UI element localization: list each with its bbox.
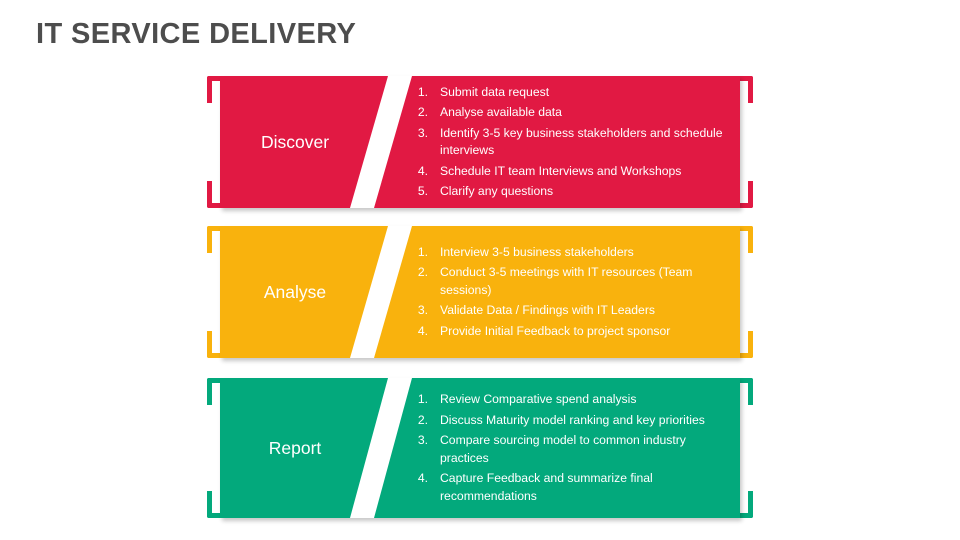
band-block: Report 1. Review Comparative spend analy…	[220, 378, 740, 518]
list-item-text: Conduct 3-5 meetings with IT resources (…	[440, 265, 693, 297]
bracket-left-icon	[207, 226, 225, 358]
list-item: 5. Clarify any questions	[410, 183, 732, 201]
band-block: Analyse 1. Interview 3-5 business stakeh…	[220, 226, 740, 358]
list-item-number: 5.	[417, 184, 428, 198]
process-band-discover: Discover 1. Submit data request 2. Analy…	[207, 76, 753, 208]
list-item: 2. Conduct 3-5 meetings with IT resource…	[410, 264, 732, 299]
list-item: 2. Discuss Maturity model ranking and ke…	[410, 412, 732, 430]
page-title: IT SERVICE DELIVERY	[36, 18, 357, 50]
bracket-left-icon	[207, 378, 225, 518]
band-label-report: Report	[268, 437, 322, 458]
list-item-number: 4.	[417, 323, 428, 338]
list-item-text: Analyse available data	[440, 105, 562, 119]
process-band-report: Report 1. Review Comparative spend analy…	[207, 378, 753, 518]
list-item: 1. Review Comparative spend analysis	[410, 391, 732, 409]
list-item-text: Review Comparative spend analysis	[440, 392, 637, 406]
band-label-discover: Discover	[260, 131, 330, 152]
list-item: 4. Schedule IT team Interviews and Works…	[410, 163, 732, 181]
band-block: Discover 1. Submit data request 2. Analy…	[220, 76, 740, 208]
list-item-text: Validate Data / Findings with IT Leaders	[440, 303, 655, 318]
list-item: 3. Identify 3-5 key business stakeholder…	[410, 125, 732, 160]
list-item-number: 4.	[417, 471, 428, 485]
list-item: 3. Validate Data / Findings with IT Lead…	[410, 302, 732, 320]
process-band-analyse: Analyse 1. Interview 3-5 business stakeh…	[207, 226, 753, 358]
list-item-text: Capture Feedback and summarize final rec…	[440, 471, 653, 503]
list-item: 1. Submit data request	[410, 84, 732, 102]
list-item-number: 2.	[417, 412, 428, 427]
band-label-analyse: Analyse	[263, 281, 327, 302]
bracket-left-icon	[207, 76, 225, 208]
list-item-text: Discuss Maturity model ranking and key p…	[440, 412, 705, 427]
band-items-analyse: 1. Interview 3-5 business stakeholders 2…	[410, 226, 732, 358]
list-item-text: Schedule IT team Interviews and Workshop…	[440, 163, 682, 178]
list-item-number: 4.	[417, 163, 428, 178]
list-item-number: 2.	[417, 105, 428, 119]
list-item: 4. Capture Feedback and summarize final …	[410, 470, 732, 505]
bracket-right-icon	[735, 378, 753, 518]
list-item-text: Identify 3-5 key business stakeholders a…	[440, 125, 723, 158]
list-item-number: 3.	[417, 433, 428, 447]
bracket-right-icon	[735, 226, 753, 358]
list-item: 2. Analyse available data	[410, 104, 732, 122]
list-item-text: Interview 3-5 business stakeholders	[440, 244, 634, 259]
list-item: 1. Interview 3-5 business stakeholders	[410, 244, 732, 262]
list-item-number: 2.	[417, 265, 428, 280]
list-item-text: Submit data request	[440, 84, 550, 99]
band-items-report: 1. Review Comparative spend analysis 2. …	[410, 378, 732, 518]
list-item-number: 1.	[417, 84, 428, 99]
list-item-number: 3.	[417, 125, 428, 140]
list-item: 3. Compare sourcing model to common indu…	[410, 432, 732, 467]
list-item-number: 1.	[417, 244, 428, 259]
band-items-discover: 1. Submit data request 2. Analyse availa…	[410, 76, 732, 208]
list-item-number: 1.	[417, 392, 428, 406]
list-item-text: Compare sourcing model to common industr…	[440, 433, 686, 465]
list-item-text: Clarify any questions	[440, 184, 554, 198]
bracket-right-icon	[735, 76, 753, 208]
list-item-text: Provide Initial Feedback to project spon…	[440, 323, 671, 338]
list-item-number: 3.	[417, 303, 428, 318]
list-item: 4. Provide Initial Feedback to project s…	[410, 323, 732, 341]
